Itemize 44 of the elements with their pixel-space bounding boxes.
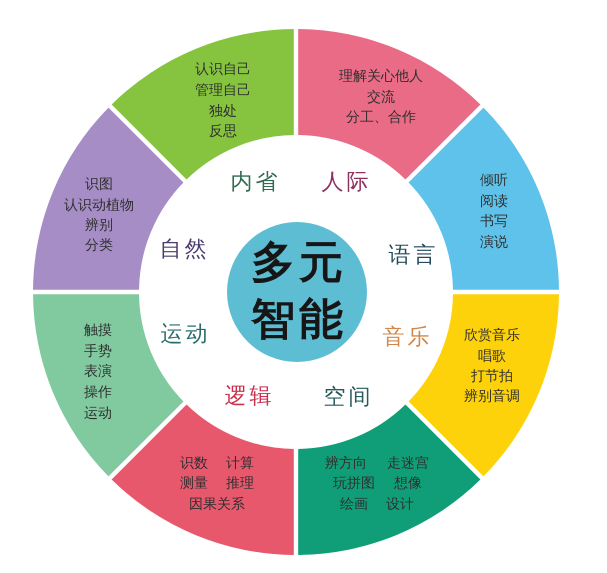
skill-item: 辨别音调 [464, 389, 520, 405]
skill-item: 书写 [480, 214, 508, 230]
skill-item: 设计 [386, 497, 414, 513]
skill-item: 独处 [209, 104, 237, 120]
skill-item: 辨别 [85, 218, 113, 234]
skill-item: 推理 [226, 476, 254, 492]
skill-item: 阅读 [480, 194, 508, 210]
skill-item: 分类 [85, 238, 113, 254]
skill-item: 唱歌 [478, 349, 506, 365]
skill-item: 反思 [209, 124, 237, 140]
skill-item: 表演 [84, 364, 112, 380]
category-label: 自然 [158, 238, 210, 262]
skill-item: 绘画 [340, 497, 368, 513]
skill-item: 触摸 [84, 323, 112, 339]
center-title: 多元智能 [250, 236, 348, 347]
skill-item: 因果关系 [189, 497, 245, 513]
category-label: 运动 [160, 322, 210, 348]
skill-item: 走迷宫 [387, 456, 429, 472]
category-label: 人际 [320, 170, 372, 196]
category-label: 音乐 [382, 326, 432, 350]
skill-item: 想像 [394, 476, 422, 492]
skill-item: 倾听 [480, 173, 508, 189]
skill-item: 打节拍 [471, 369, 513, 385]
skill-item: 识数 [180, 456, 208, 472]
skill-item: 管理自己 [195, 83, 251, 99]
skill-item: 手势 [84, 344, 112, 360]
category-label: 内省 [230, 170, 280, 196]
skill-item: 运动 [84, 406, 112, 422]
skill-item: 认识自己 [195, 62, 251, 78]
category-label: 语言 [388, 244, 438, 268]
skill-item: 分工、合作 [346, 110, 416, 126]
category-label: 空间 [322, 386, 374, 410]
skill-item: 认识动植物 [64, 198, 134, 214]
skill-item: 理解关心他人 [339, 69, 423, 85]
category-label: 逻辑 [224, 384, 274, 410]
skill-item: 测量 [180, 476, 208, 492]
skill-item: 欣赏音乐 [464, 328, 520, 344]
skill-item: 操作 [84, 385, 112, 401]
skill-item: 交流 [367, 90, 395, 106]
skill-item: 玩拼图 [333, 476, 375, 492]
skill-item: 辨方向 [325, 456, 367, 472]
skill-item: 识图 [85, 177, 113, 193]
skill-item: 计算 [226, 456, 254, 472]
skill-item: 演说 [480, 235, 508, 251]
